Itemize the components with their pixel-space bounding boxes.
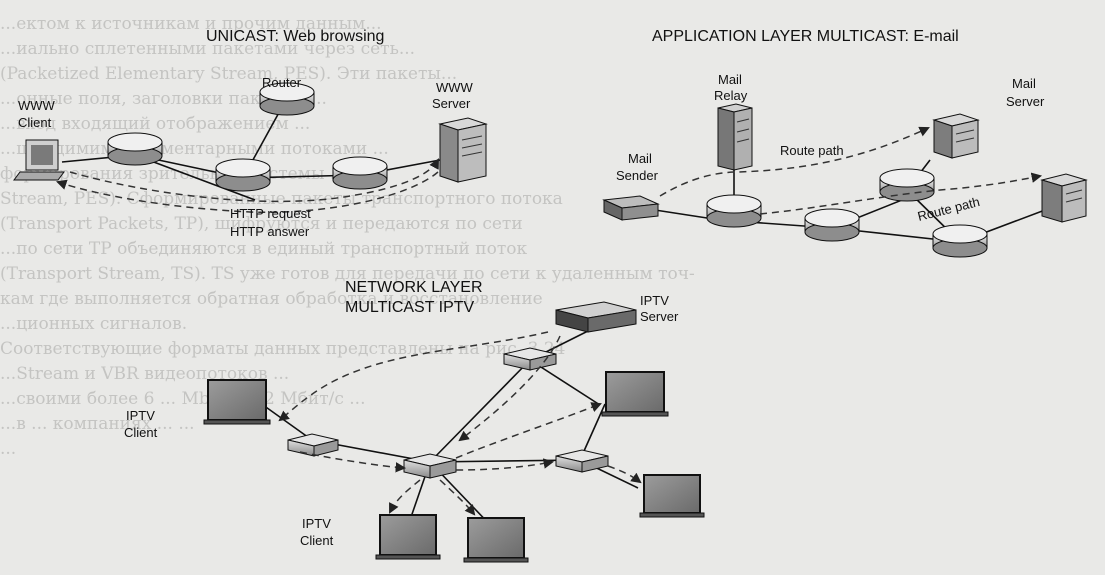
mail-relay-label-line1: Mail	[718, 72, 742, 87]
mail-server-label-line1: Mail	[1012, 76, 1036, 91]
http-answer-label: HTTP answer	[230, 224, 310, 239]
bg-line: ...	[0, 439, 17, 459]
bg-line: ...ектом к источникам и прочим данным...	[0, 14, 382, 34]
router-icon	[215, 158, 271, 192]
router-icon	[804, 208, 860, 242]
bg-line: ...по сети TP объединяются в единый тран…	[0, 239, 528, 259]
www-client-computer-icon	[13, 139, 65, 181]
multicast-flow-arrow	[299, 451, 407, 473]
iptv-screen-icon	[601, 371, 669, 417]
route-path-arrow	[659, 126, 930, 197]
multicast-flow-arrow	[455, 458, 555, 471]
iptv-screen-icon	[203, 379, 271, 425]
multicast-flow-arrow	[607, 465, 642, 484]
iptv-client-label-line1: IPTV	[302, 516, 331, 531]
nlm-title-line1: NETWORK LAYER	[345, 279, 483, 296]
iptv-server-icon	[555, 301, 637, 333]
multicast-flow-arrow	[439, 479, 476, 516]
iptv-server-label-line2: Server	[640, 309, 679, 324]
www-server-label-line1: WWW	[436, 80, 474, 95]
router-icon	[879, 168, 935, 202]
www-client-label-line1: WWW	[18, 98, 56, 113]
mail-relay-server-icon	[717, 103, 753, 171]
bg-line: ...в ... компаниях ... ...	[0, 414, 195, 434]
bg-line: ...онные поля, заголовки пакетов, ...	[0, 89, 327, 109]
switch-icon	[287, 433, 339, 457]
unicast-section: UNICAST: Web browsing	[13, 28, 488, 239]
mail-server-icon	[1040, 173, 1088, 223]
bg-line: ...вход входящий отображением ...	[0, 114, 311, 134]
www-server-icon	[438, 117, 488, 183]
switch-icon	[503, 347, 557, 371]
switch-icon	[555, 449, 609, 473]
router-icon	[932, 224, 988, 258]
alm-title: APPLICATION LAYER MULTICAST: E-mail	[652, 28, 959, 45]
mail-sender-label-line2: Sender	[616, 168, 659, 183]
link	[429, 359, 531, 463]
http-request-label: HTTP request	[230, 206, 311, 221]
iptv-client-label-line2: Client	[300, 533, 334, 548]
bg-line: ...иально сплетенными пакетами через сет…	[0, 39, 416, 59]
bg-line: (Transport Packets, TP), шифруются и пер…	[0, 214, 523, 234]
multicast-flow-arrow	[278, 331, 549, 422]
router-icon	[706, 194, 762, 228]
route-path-label-1: Route path	[780, 143, 844, 158]
iptv-screen-icon	[463, 517, 529, 563]
switch-icon	[403, 453, 457, 479]
multicast-flow-arrow	[389, 479, 421, 514]
multicast-flow-arrow	[455, 402, 602, 459]
http-request-arrow	[69, 158, 439, 203]
router-icon	[332, 156, 388, 190]
bg-line: Stream, PES). Сформированные пакеты тран…	[0, 189, 563, 209]
nlm-section: NETWORK LAYER MULTICAST IPTV IPTV Server	[124, 279, 705, 563]
mail-server-icon	[932, 113, 980, 159]
unicast-title: UNICAST: Web browsing	[206, 28, 384, 45]
alm-section: APPLICATION LAYER MULTICAST: E-mail	[602, 28, 1088, 258]
multicast-flow-arrow	[458, 335, 561, 442]
mail-sender-computer-icon	[602, 195, 660, 221]
router-icon	[259, 82, 315, 116]
bg-line: (Packetized Elementary Stream, PES). Эти…	[0, 64, 458, 84]
bg-line: кам где выполняется обратная обработка и…	[0, 289, 543, 309]
iptv-screen-icon	[639, 474, 705, 518]
bg-line: ...своими более 6 ... Mbit в ... 2 Мбит/…	[0, 389, 366, 409]
iptv-server-label-line1: IPTV	[640, 293, 669, 308]
www-server-label-line2: Server	[432, 96, 471, 111]
iptv-client-label-line1: IPTV	[126, 408, 155, 423]
mail-sender-label-line1: Mail	[628, 151, 652, 166]
www-client-label-line2: Client	[18, 115, 52, 130]
iptv-screen-icon	[375, 514, 441, 560]
nlm-title-line2: MULTICAST IPTV	[345, 299, 475, 316]
bg-line: ...шилдимими элементарными потоками ...	[0, 139, 389, 159]
mail-server-label-line2: Server	[1006, 94, 1045, 109]
router-icon	[107, 132, 163, 166]
router-label: Router	[262, 75, 302, 90]
route-path-arrow	[759, 172, 1043, 215]
iptv-client-label-line2: Client	[124, 425, 158, 440]
http-answer-arrow	[56, 171, 439, 214]
bg-line: ...ционных сигналов.	[0, 314, 188, 334]
mail-relay-label-line2: Relay	[714, 88, 748, 103]
bg-line: (Transport Stream, TS). TS уже готов для…	[0, 264, 695, 284]
